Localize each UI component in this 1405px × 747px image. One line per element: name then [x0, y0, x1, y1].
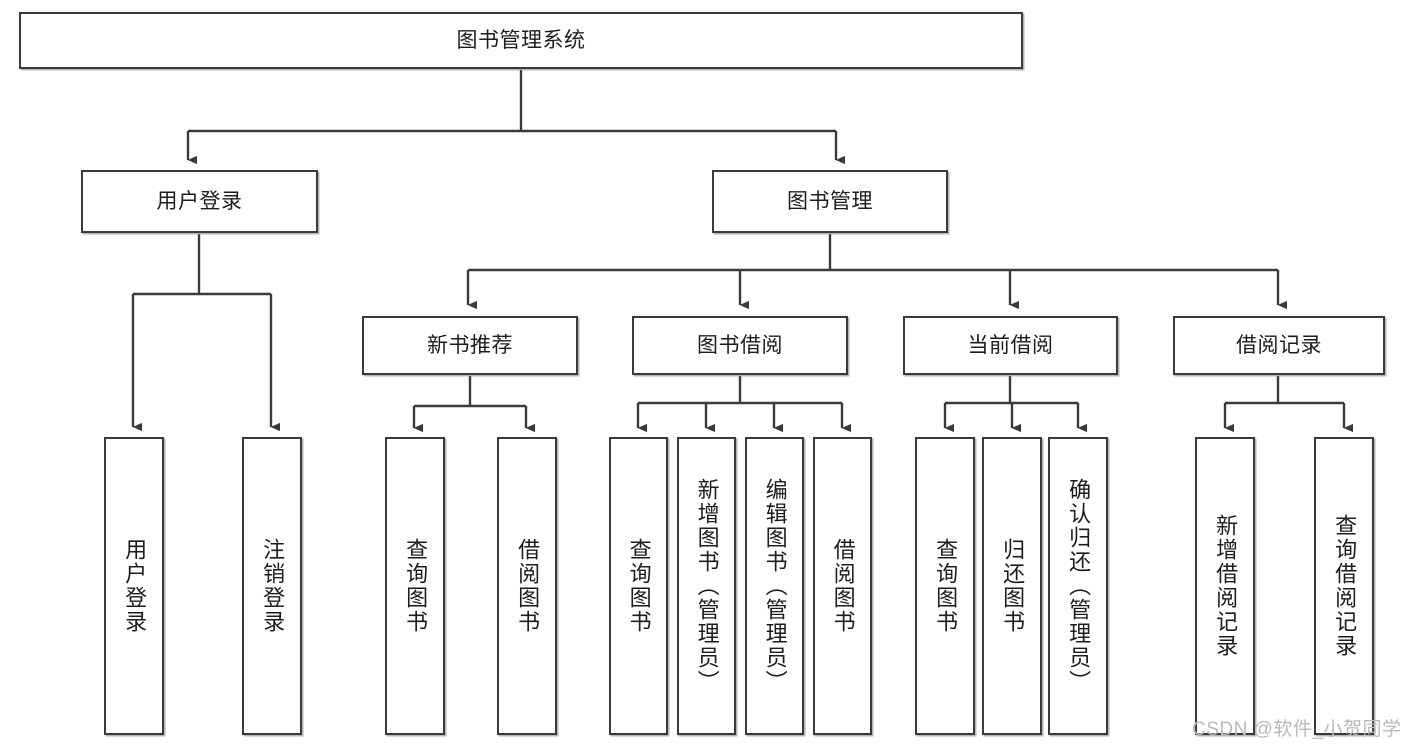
node-label: 用户登录	[122, 538, 148, 634]
leaf-query-book-borrow[interactable]: 查询图书	[609, 437, 668, 735]
node-user-login[interactable]: 用户登录	[81, 170, 318, 233]
node-label: 借阅图书	[515, 538, 541, 634]
leaf-query-borrow-record[interactable]: 查询借阅记录	[1314, 437, 1374, 735]
node-borrow-record[interactable]: 借阅记录	[1173, 316, 1385, 375]
node-label: 新书推荐	[427, 333, 513, 357]
leaf-user-login[interactable]: 用户登录	[104, 437, 164, 735]
node-label: 当前借阅	[967, 333, 1054, 357]
node-label: 编辑图书（管理员）	[762, 478, 788, 694]
leaf-add-book-admin[interactable]: 新增图书（管理员）	[677, 437, 736, 735]
node-label: 图书借阅	[697, 333, 783, 357]
node-book-management[interactable]: 图书管理	[712, 170, 948, 233]
leaf-query-book-current[interactable]: 查询图书	[915, 437, 975, 735]
leaf-add-borrow-record[interactable]: 新增借阅记录	[1195, 437, 1255, 735]
node-label: 确认归还（管理员）	[1066, 478, 1092, 694]
node-label: 归还图书	[1000, 538, 1026, 634]
leaf-borrow-book-new[interactable]: 借阅图书	[497, 437, 557, 735]
node-root-book-management-system[interactable]: 图书管理系统	[19, 12, 1023, 69]
node-label: 注销登录	[260, 538, 286, 634]
leaf-edit-book-admin[interactable]: 编辑图书（管理员）	[745, 437, 804, 735]
node-label: 查询图书	[933, 538, 959, 634]
leaf-borrow-book[interactable]: 借阅图书	[813, 437, 872, 735]
node-label: 图书管理系统	[456, 28, 586, 52]
node-label: 借阅图书	[830, 538, 856, 634]
node-book-borrow[interactable]: 图书借阅	[632, 316, 848, 375]
node-label: 查询借阅记录	[1332, 514, 1358, 658]
node-label: 图书管理	[787, 189, 873, 213]
leaf-return-book[interactable]: 归还图书	[982, 437, 1042, 735]
leaf-logout[interactable]: 注销登录	[242, 437, 302, 735]
node-label: 用户登录	[156, 189, 243, 213]
node-label: 新增图书（管理员）	[694, 478, 720, 694]
node-label: 新增借阅记录	[1213, 514, 1239, 658]
node-label: 查询图书	[403, 538, 429, 634]
leaf-confirm-return-admin[interactable]: 确认归还（管理员）	[1048, 437, 1108, 735]
node-current-borrow[interactable]: 当前借阅	[903, 316, 1118, 375]
leaf-query-book-new[interactable]: 查询图书	[385, 437, 445, 735]
node-new-book-recommend[interactable]: 新书推荐	[362, 316, 578, 375]
node-label: 借阅记录	[1236, 333, 1322, 357]
watermark-text: CSDN @软件_小贺同学	[1192, 719, 1402, 740]
node-label: 查询图书	[626, 538, 652, 634]
